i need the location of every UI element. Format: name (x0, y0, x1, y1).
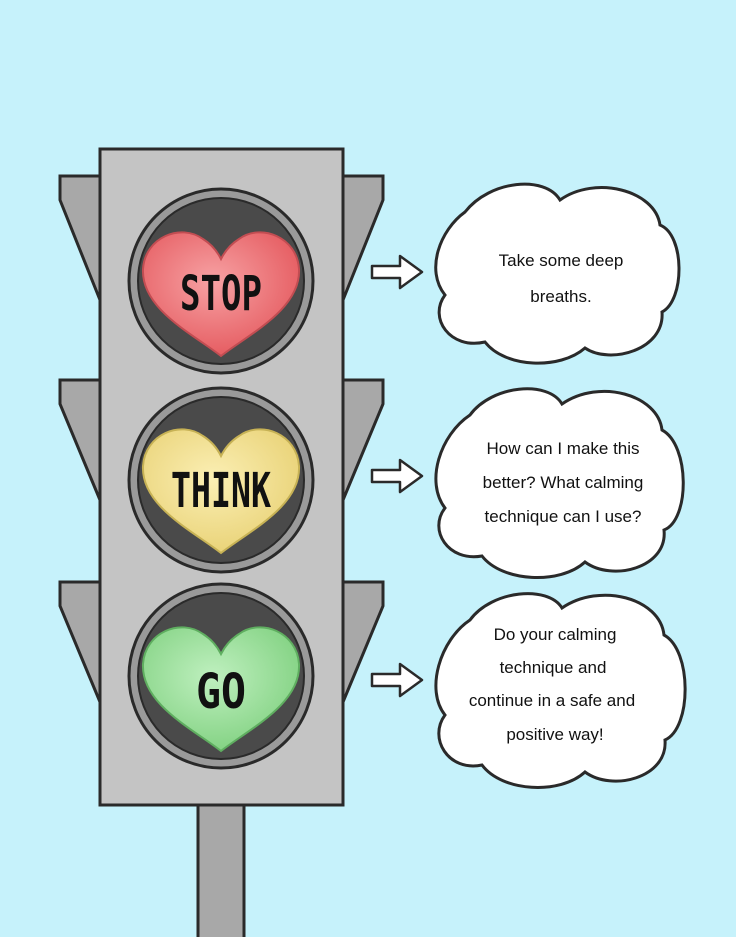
light-stop: STOP (127, 187, 315, 375)
heart-icon (141, 231, 301, 358)
arrow-right-icon (370, 458, 424, 494)
heart-icon (141, 428, 301, 555)
visor-left-bottom (58, 580, 102, 703)
cloud-line: technique can I use? (485, 507, 642, 526)
cloud-shape (434, 592, 687, 789)
arrow-right-icon (370, 254, 424, 290)
thought-cloud-go: Do your calming technique and continue i… (434, 592, 687, 789)
cloud-line: continue in a safe and (469, 691, 635, 710)
stop-label: STOP (180, 266, 262, 322)
cloud-line: breaths. (530, 287, 591, 306)
think-label: THINK (171, 463, 271, 519)
cloud-shape (434, 182, 681, 365)
cloud-line: Do your calming (494, 625, 617, 644)
visor-left-top (58, 174, 102, 301)
cloud-line: How can I make this (486, 439, 639, 458)
visor-left-middle (58, 378, 102, 501)
heart-icon (141, 626, 301, 753)
visor-right-top (341, 174, 385, 301)
cloud-shape (434, 387, 685, 579)
go-label: GO (196, 664, 246, 720)
pole (196, 803, 246, 937)
thought-cloud-think: How can I make this better? What calming… (434, 387, 685, 579)
light-go: GO (127, 582, 315, 770)
cloud-line: technique and (500, 658, 607, 677)
cloud-line: positive way! (506, 725, 603, 744)
arrow-right-icon (370, 662, 424, 698)
cloud-line: Take some deep (499, 251, 624, 270)
light-think: THINK (127, 386, 315, 574)
cloud-line: better? What calming (483, 473, 644, 492)
thought-cloud-stop: Take some deep breaths. (434, 182, 681, 365)
